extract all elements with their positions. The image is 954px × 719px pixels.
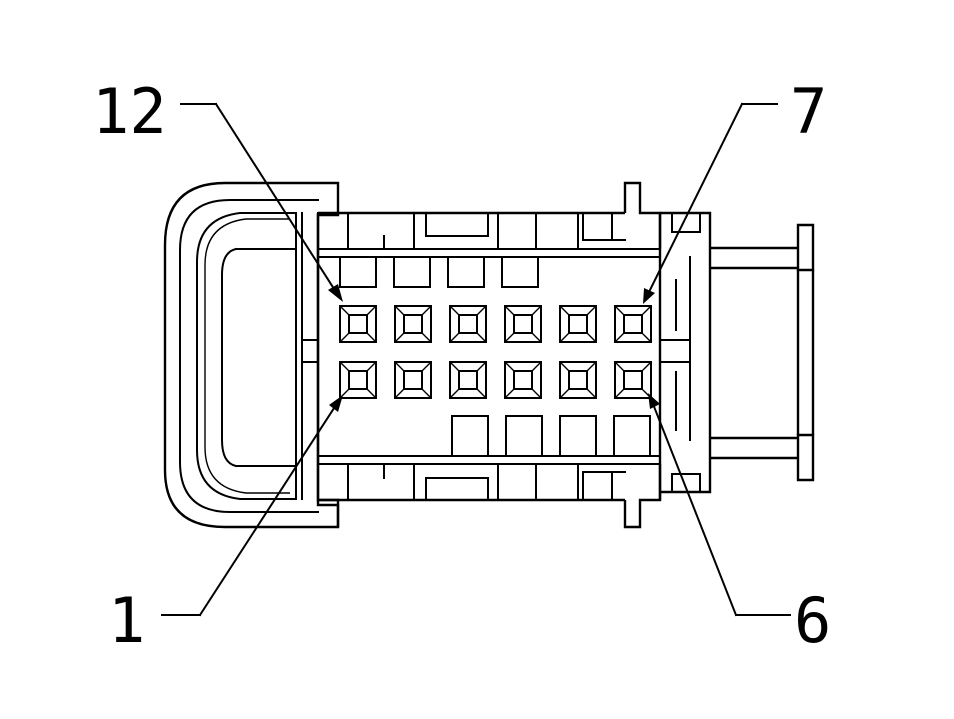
pin-cavity (559, 361, 597, 399)
callout-6 (648, 393, 791, 617)
label-pin-12: 12 (92, 75, 167, 148)
pin-cavity (449, 305, 487, 343)
pin-cavity (339, 361, 377, 399)
pin-cavity (394, 305, 432, 343)
connector-rear (659, 211, 815, 494)
callout-1 (161, 395, 343, 617)
callout-12 (180, 102, 343, 302)
pin-cavity (614, 305, 652, 343)
pin-cavity (614, 361, 652, 399)
pin-cavity (559, 305, 597, 343)
pin-cavity (504, 305, 542, 343)
pin-grid (339, 305, 652, 399)
connector-body (301, 181, 662, 529)
label-pin-1: 1 (108, 584, 145, 657)
label-pin-6: 6 (794, 584, 831, 657)
pin-cavity (394, 361, 432, 399)
label-pin-7: 7 (790, 75, 827, 148)
pin-cavity (339, 305, 377, 343)
connector-latch (163, 181, 340, 529)
pin-cavity (449, 361, 487, 399)
pin-cavity (504, 361, 542, 399)
callout-7 (643, 102, 778, 304)
